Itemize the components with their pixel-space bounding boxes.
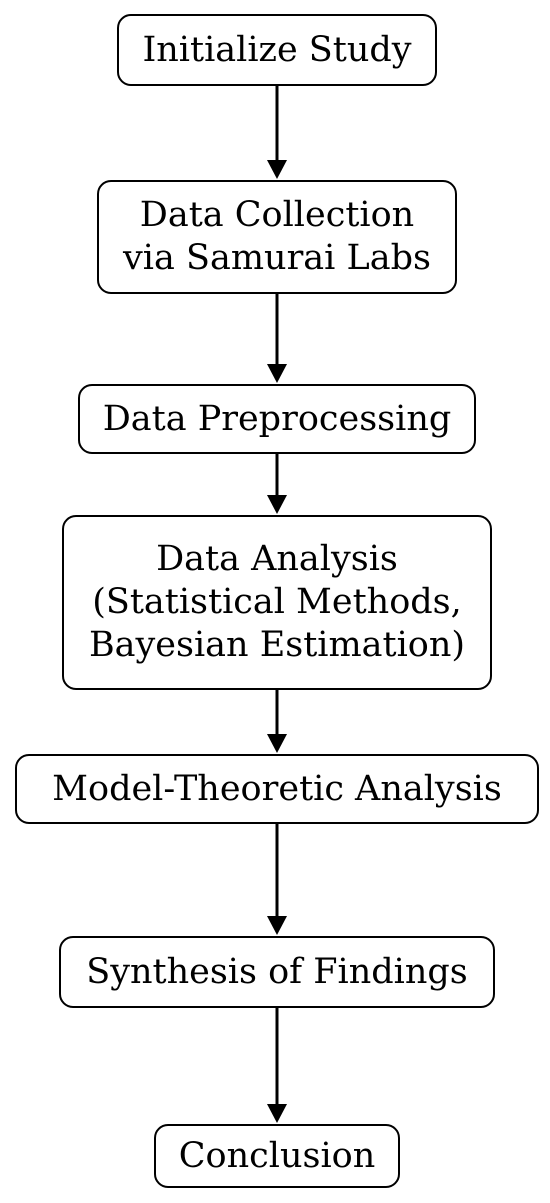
node-initialize-study: Initialize Study <box>117 14 437 86</box>
arrow-synthesis-of-findings-to-conclusion <box>267 1008 287 1123</box>
node-data-analysis: Data Analysis (Statistical Methods, Baye… <box>62 515 492 690</box>
node-label: Initialize Study <box>142 29 412 70</box>
node-label: Conclusion <box>178 1135 376 1176</box>
arrow-data-analysis-to-model-theoretic-analysis <box>267 690 287 753</box>
node-label: Data Collection <box>139 195 415 235</box>
node-data-preprocessing: Data Preprocessing <box>78 384 476 454</box>
node-label: Data Analysis <box>156 539 398 579</box>
node-conclusion: Conclusion <box>154 1124 400 1188</box>
arrow-data-preprocessing-to-data-analysis <box>267 454 287 514</box>
arrow-head <box>267 495 287 514</box>
node-synthesis-of-findings: Synthesis of Findings <box>59 936 495 1008</box>
arrow-model-theoretic-analysis-to-synthesis-of-findings <box>267 824 287 935</box>
arrow-data-collection-to-data-preprocessing <box>267 294 287 383</box>
arrow-initialize-study-to-data-collection <box>267 86 287 179</box>
node-model-theoretic-analysis: Model-Theoretic Analysis <box>15 754 539 824</box>
arrow-head <box>267 364 287 383</box>
node-label: Data Preprocessing <box>102 398 452 439</box>
node-label: Bayesian Estimation) <box>88 625 466 665</box>
node-data-collection: Data Collection via Samurai Labs <box>97 180 457 294</box>
node-label: via Samurai Labs <box>123 238 431 278</box>
node-label: (Statistical Methods, <box>92 582 462 622</box>
arrow-head <box>267 734 287 753</box>
arrow-head <box>267 160 287 179</box>
node-label: Synthesis of Findings <box>86 951 468 992</box>
arrow-head <box>267 916 287 935</box>
node-label: Model-Theoretic Analysis <box>52 768 502 809</box>
arrow-head <box>267 1104 287 1123</box>
